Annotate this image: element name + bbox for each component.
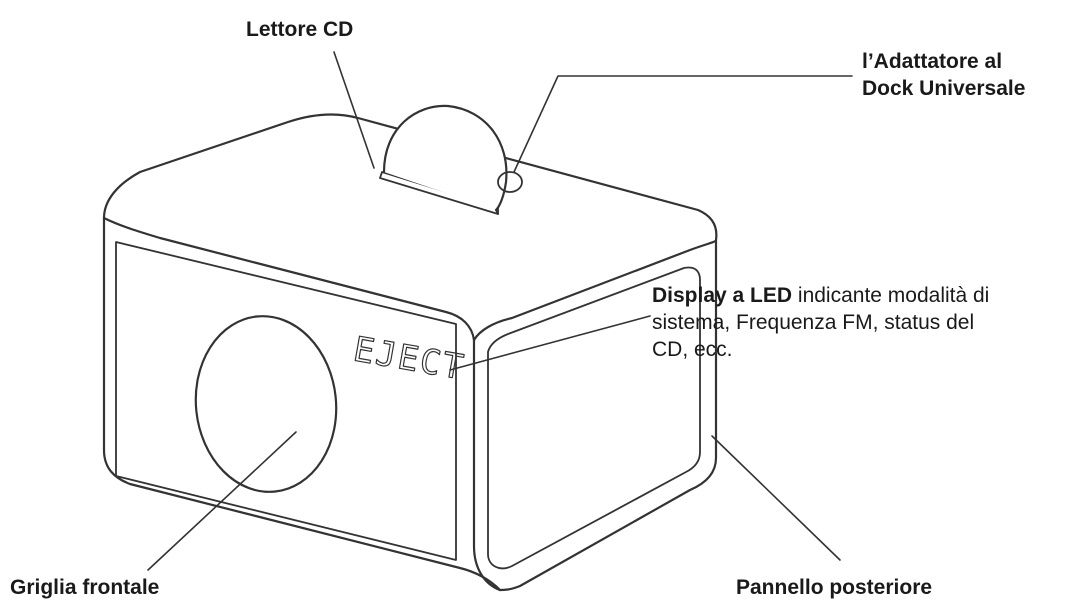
device-corner-edge xyxy=(472,338,502,592)
label-dock-adapter-line2: Dock Universale xyxy=(862,77,1026,100)
label-led-display-desc-1: indicante modalità di xyxy=(792,284,990,307)
device-front-top-edge xyxy=(102,216,476,342)
led-display-text: EJECT xyxy=(350,329,468,388)
leader-grill xyxy=(147,431,297,571)
label-led-display-desc-3: CD, ecc. xyxy=(652,338,733,361)
device-side-outline xyxy=(472,238,718,592)
dock-adapter xyxy=(497,171,523,193)
label-rear-panel: Pannello posteriore xyxy=(736,576,933,599)
leader-dock xyxy=(513,75,853,173)
label-dock-adapter-line1: l’Adattatore al xyxy=(862,50,1003,73)
label-front-grill: Griglia frontale xyxy=(10,576,160,599)
cd-disc-edge xyxy=(495,209,499,215)
cd-disc xyxy=(382,104,508,212)
label-dock-adapter: l’Adattatore al Dock Universale xyxy=(862,48,1025,102)
device-top-surface xyxy=(102,113,718,242)
leader-led xyxy=(449,315,651,371)
rear-panel-inset xyxy=(487,266,701,570)
label-led-display-title: Display a LED xyxy=(652,284,793,307)
label-led-display-desc-2: sistema, Frequenza FM, status del xyxy=(652,311,975,334)
front-panel-inset xyxy=(115,241,457,561)
leader-rear xyxy=(711,435,841,561)
leader-cd xyxy=(333,51,375,169)
device-front-outline xyxy=(102,216,502,592)
front-grill-circle xyxy=(194,315,338,493)
label-led-display: Display a LED indicante modalità di sist… xyxy=(652,282,1072,363)
label-cd-player: Lettore CD xyxy=(246,18,354,41)
